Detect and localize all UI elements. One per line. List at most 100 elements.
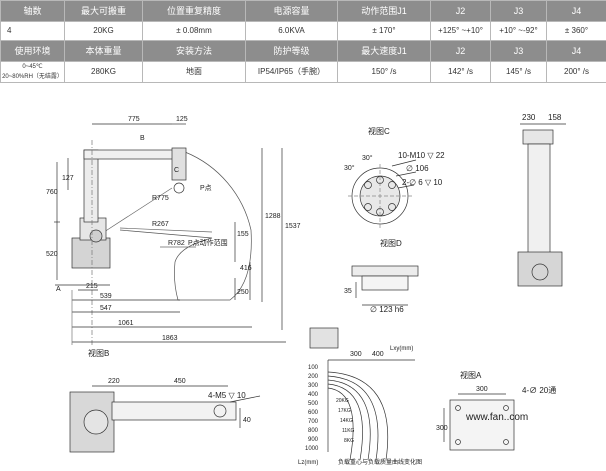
side-dim-125: 125 [176,116,188,123]
side-dim-1537: 1537 [285,223,301,230]
load-chart-curve-11kg: 11KG [342,428,355,434]
side-dim-215: 215 [86,283,98,290]
va-hole-4 [503,439,509,445]
view-b-dim-220: 220 [108,378,120,385]
vb-end [213,404,227,418]
hdr-range-j1: 动作范围J1 [337,0,431,22]
val-speed-j3: 145° /s [490,61,547,83]
side-dim-155: 155 [237,231,249,238]
va-hole-1 [455,405,461,411]
view-b-dim-40: 40 [243,417,251,424]
side-dim-416: 416 [240,265,252,272]
work-envelope-outline [119,148,252,301]
view-a-title: 视图A [460,370,482,380]
hdr-range-j2: J2 [430,0,491,22]
robot-wrist [171,147,187,181]
hdr-protection: 防护等级 [245,40,338,62]
val-protection: IP54/IP65（手腕） [245,61,338,83]
view-a [443,393,515,451]
load-chart-curve-8kg: 8KG [344,438,354,444]
right-view [517,123,566,287]
val-environment: 0~45℃ 20~80%RH（无结露） [0,61,65,83]
load-chart-y-tick-800: 800 [308,428,319,434]
load-chart-lxy-label: Lxy(mm) [390,346,413,352]
bolt-hole-1 [364,181,372,189]
flange-body [361,275,409,291]
view-c-title: 视图C [368,126,390,136]
load-chart-y-tick-200: 200 [308,374,319,380]
hdr-range-j3: J3 [490,0,547,22]
curve-14kg [327,379,371,461]
curve-11kg [327,375,379,461]
val-axes: 4 [0,21,65,41]
val-range-j3: +10° ~-92° [490,21,547,41]
side-r775: R775 [152,195,169,202]
hdr-repeatability: 位置重复精度 [142,0,246,22]
load-chart-y-tick-1000: 1000 [305,446,319,452]
vb-arm [111,401,237,421]
side-dim-1288: 1288 [265,213,281,220]
load-chart-curve-20kg: 20KG [336,398,349,404]
right-view-dim-230: 230 [522,113,536,122]
load-chart-caption: 负载重心与负载质量曲线变化图 [338,458,422,466]
side-dim-775: 775 [128,116,140,123]
side-r267: R267 [152,221,169,228]
env-humidity: 20~80%RH（无结露） [2,74,63,80]
side-dim-520: 520 [46,251,58,258]
val-repeatability: ± 0.08mm [142,21,246,41]
side-dim-547: 547 [100,305,112,312]
side-label-c: C [174,167,179,174]
spec-header-row-1: 轴数 最大可搬重 位置重复精度 电源容量 动作范围J1 J2 J3 J4 [0,0,606,22]
bolt-hole-3 [364,203,372,211]
curve-20kg [327,387,354,461]
hdr-environment: 使用环境 [0,40,65,62]
view-c-ang2: 30° [362,154,373,162]
view-a-note: 4-∅ 20通 [522,385,556,395]
curve-8kg [327,371,389,461]
view-d-dim-123: ∅ 123 h6 [370,305,404,314]
load-chart-y-tick-500: 500 [308,401,319,407]
load-chart-curve-14kg: 14KG [340,418,353,424]
load-chart-x-tick-300: 300 [350,351,362,358]
rv-top [522,129,554,145]
leader-note1 [391,159,417,167]
val-mounting: 地面 [142,61,246,83]
val-speed-j4: 200° /s [546,61,606,83]
hdr-max-payload: 最大可搬重 [64,0,143,22]
va-hole-3 [455,439,461,445]
r267-line [119,227,213,233]
val-power: 6.0KVA [245,21,338,41]
curve-17kg [327,383,363,461]
leader-note2 [395,171,417,177]
right-view-dim-158: 158 [548,113,562,122]
va-hole-2 [503,405,509,411]
view-c [348,159,417,228]
spec-header-row-2: 使用环境 本体重量 安装方法 防护等级 最大速度J1 J2 J3 J4 [0,40,606,62]
robot-column [83,149,99,223]
side-range-label: P点动作范围 [188,238,228,247]
view-d-dim-35: 35 [344,288,352,295]
val-speed-j1: 150° /s [337,61,431,83]
view-a-dim-300h: 300 [436,425,448,432]
view-b [69,385,261,453]
va-plate [449,399,515,451]
wrist-flange [173,182,185,194]
vb-joint [83,409,109,435]
motor-j1 [89,229,103,243]
view-c-note1: 10-M10 ▽ 22 [398,151,445,160]
side-label-b: B [140,135,145,142]
hdr-power: 电源容量 [245,0,338,22]
rv-arm [527,143,551,255]
view-c-ang1: 30° [344,164,355,172]
side-dim-127: 127 [62,175,74,182]
chart-robot-wrist [309,327,339,349]
bolt-hole-2 [388,181,396,189]
spec-value-row-1: 4 20KG ± 0.08mm 6.0KVA ± 170° +125° ~+10… [0,21,606,41]
view-a-dim-300w: 300 [476,386,488,393]
load-chart [309,327,415,461]
side-dim-760: 760 [46,189,58,196]
view-d [351,265,419,306]
flange-top [351,265,419,277]
view-b-dim-450: 450 [174,378,186,385]
hdr-speed-j4: J4 [546,40,606,62]
